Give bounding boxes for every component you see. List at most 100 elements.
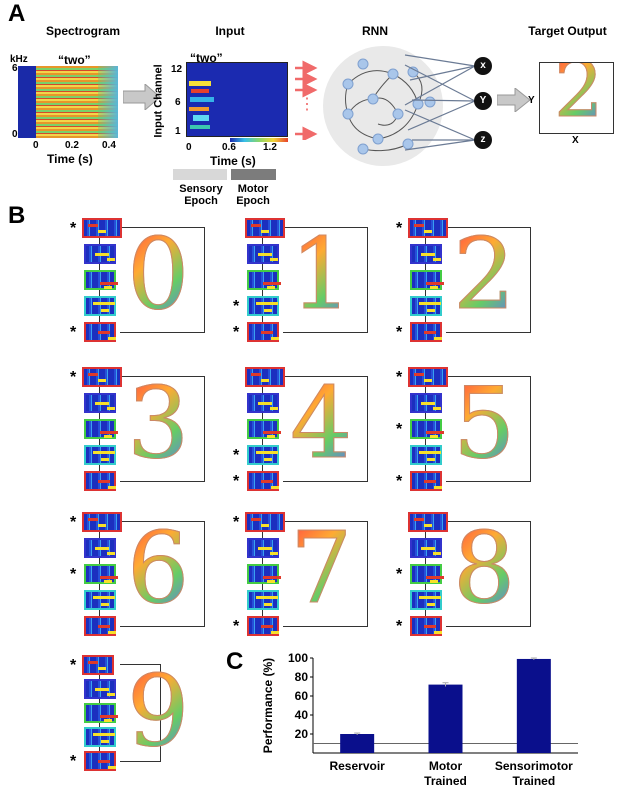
- spec-xtick-02: 0.2: [65, 140, 79, 151]
- selected-star-marker: *: [70, 324, 77, 341]
- spectrogram-thumbnail: [245, 367, 285, 387]
- selected-star-marker: *: [70, 220, 77, 237]
- spectrogram-thumbnail: [82, 655, 114, 675]
- spectrogram-thumbnail: [247, 322, 279, 342]
- y-tick-label: 60: [295, 689, 309, 703]
- sensory-epoch-label: Sensory Epoch: [179, 183, 223, 207]
- spectrogram-thumbnail: [410, 590, 442, 610]
- spectrogram-thumbnail: [84, 616, 116, 636]
- input-ytick-6: 6: [175, 97, 181, 108]
- selected-star-marker: *: [70, 369, 77, 386]
- digit-group-bracket: [120, 664, 161, 762]
- selected-star-marker: *: [396, 220, 403, 237]
- selected-star-marker: *: [233, 514, 240, 531]
- spectrogram-thumbnail: [84, 445, 116, 465]
- panel-a-label: A: [8, 0, 26, 27]
- spectrogram-thumbnail: [410, 270, 444, 290]
- selected-star-marker: *: [233, 298, 240, 315]
- rnn-output-lines: [404, 54, 476, 151]
- handwritten-digit-4: 4: [289, 367, 353, 481]
- selected-star-marker: *: [396, 566, 403, 583]
- handwritten-digit-5: 5: [452, 367, 516, 481]
- spectrogram-thumbnail: [245, 218, 285, 238]
- spec-ytick-6: 6: [12, 63, 18, 74]
- sensory-epoch-bar: [173, 169, 227, 180]
- y-tick-label: 80: [295, 670, 309, 684]
- spectrogram-thumbnail: [247, 445, 279, 465]
- spectrogram-unit: kHz: [10, 54, 28, 65]
- panel-c-label: C: [226, 648, 244, 675]
- spectrogram-thumbnail: [247, 538, 279, 558]
- spectrogram-thumbnail: [84, 590, 116, 610]
- spectrogram-thumbnail: [410, 419, 444, 439]
- spectrogram-thumbnail: [245, 512, 285, 532]
- panel-b-label: B: [8, 202, 26, 229]
- spectrogram-thumbnail: [84, 270, 118, 290]
- output-node-z: z: [474, 131, 492, 149]
- input-colorbar: [230, 138, 288, 142]
- y-tick-label: 100: [288, 651, 308, 665]
- digit-group-bracket: [120, 521, 205, 627]
- input-xlabel: Time (s): [210, 154, 256, 168]
- spectrogram-thumbnail: [247, 393, 279, 413]
- spectrogram-thumbnail: [82, 218, 122, 238]
- spec-xtick-0: 0: [33, 140, 39, 151]
- spectrogram-thumbnail: [84, 296, 116, 316]
- selected-star-marker: *: [396, 473, 403, 490]
- spectrogram-thumbnail: [410, 616, 442, 636]
- handwritten-digit-0: 0: [126, 218, 190, 332]
- spectrogram-thumbnail: [84, 564, 118, 584]
- spectrogram-thumbnail: [84, 538, 116, 558]
- target-output-title: Target Output: [528, 24, 607, 38]
- spectrogram-thumbnail: [247, 564, 281, 584]
- input-arrows-icon: [295, 60, 318, 140]
- spectrogram-thumbnail: [84, 703, 118, 723]
- spectrogram-thumbnail: [410, 322, 442, 342]
- digit-group-bracket: [446, 521, 531, 627]
- y-axis-label: Performance (%): [261, 658, 275, 753]
- spectrogram-thumbnail: [408, 512, 448, 532]
- selected-star-marker: *: [396, 324, 403, 341]
- selected-star-marker: *: [70, 514, 77, 531]
- spectrogram-thumbnail: [410, 445, 442, 465]
- spectrogram-thumbnail: [247, 270, 281, 290]
- target-output-box: 2: [539, 62, 614, 134]
- spectrogram-thumbnail: [247, 296, 279, 316]
- motor-epoch-bar: [231, 169, 276, 180]
- spec-xtick-04: 0.4: [102, 140, 116, 151]
- input-word: “two”: [190, 51, 223, 65]
- rnn-title: RNN: [362, 24, 388, 38]
- input-image: [186, 62, 288, 137]
- spectrogram-word: “two”: [58, 53, 91, 67]
- spectrogram-title: Spectrogram: [45, 24, 121, 38]
- target-y-label: Y: [528, 95, 535, 106]
- selected-star-marker: *: [233, 447, 240, 464]
- bar-2: [516, 658, 551, 753]
- input-ylabel: Input Channel: [152, 64, 165, 138]
- spectrogram-thumbnail: [410, 244, 442, 264]
- category-label: Trained: [512, 774, 555, 787]
- spectrogram-thumbnail: [408, 218, 448, 238]
- spectrogram-right-fade: [98, 66, 118, 138]
- arrow-spec-to-input-icon: [123, 84, 161, 110]
- arrow-to-target-icon: [497, 88, 531, 112]
- selected-star-marker: *: [233, 618, 240, 635]
- spectrogram-thumbnail: [410, 393, 442, 413]
- digit-group-bracket: [283, 521, 368, 627]
- target-digit: 2: [554, 63, 605, 130]
- spectrogram-thumbnail: [247, 244, 279, 264]
- category-label: Trained: [424, 774, 467, 787]
- rnn-network-diagram: [323, 46, 443, 166]
- selected-star-marker: *: [233, 473, 240, 490]
- digit-group-bracket: [446, 227, 531, 333]
- selected-star-marker: *: [70, 753, 77, 770]
- spectrogram-thumbnail: [410, 538, 442, 558]
- spectrogram-thumbnail: [408, 367, 448, 387]
- spectrogram-thumbnail: [247, 590, 279, 610]
- category-label: Motor: [429, 759, 463, 773]
- category-label: Sensorimotor: [495, 759, 573, 773]
- handwritten-digit-8: 8: [452, 512, 516, 626]
- digit-group-bracket: [120, 227, 205, 333]
- selected-star-marker: *: [70, 566, 77, 583]
